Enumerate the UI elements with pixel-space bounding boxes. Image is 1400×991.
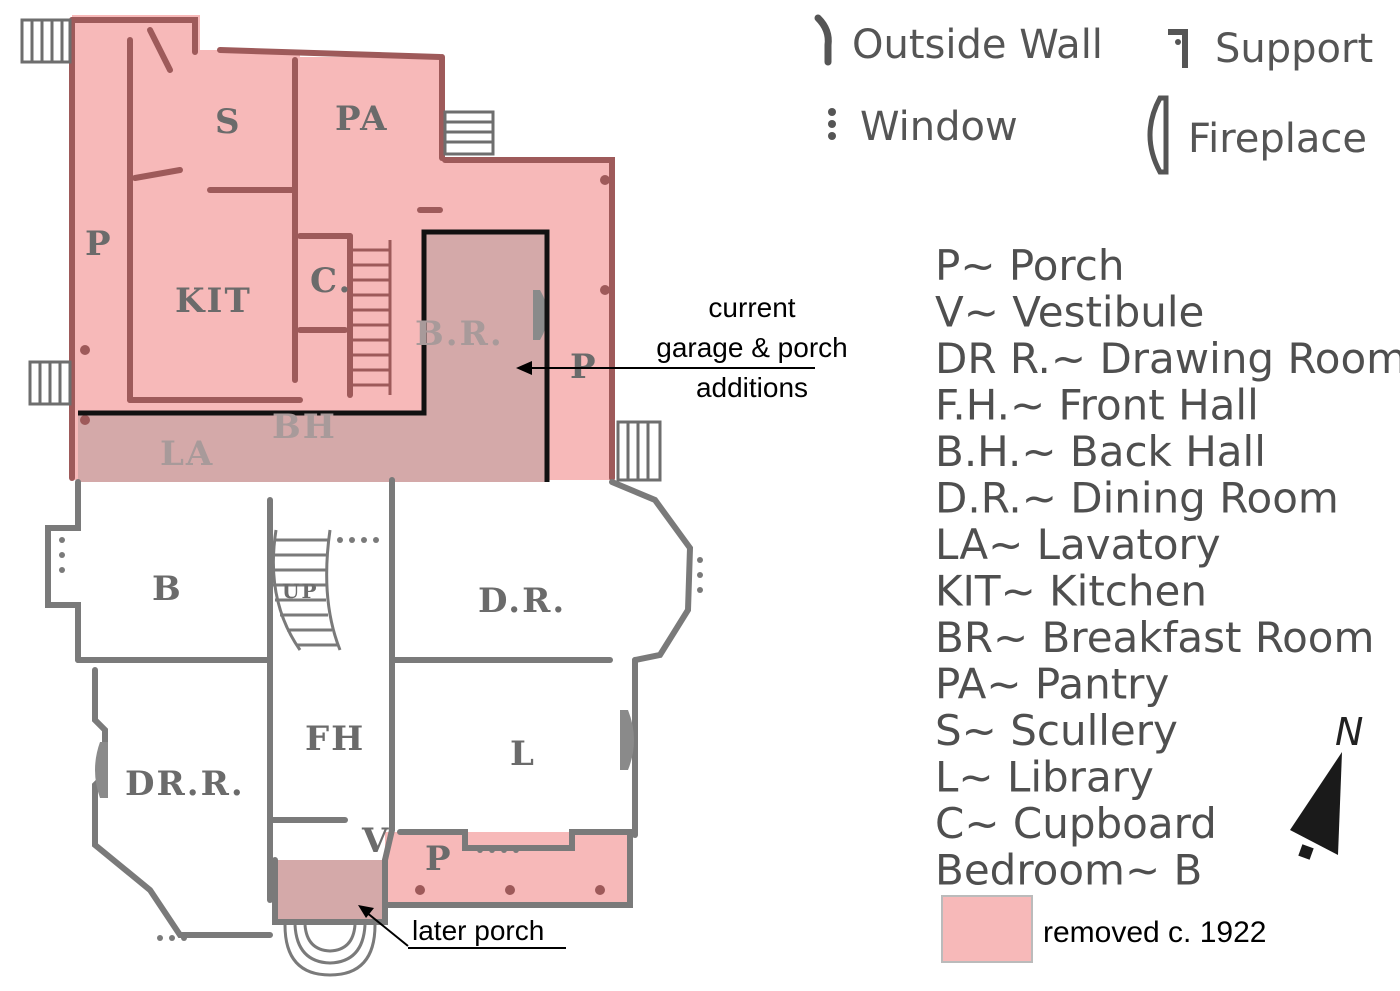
window-icon-dot-1: [828, 108, 836, 116]
symbol-legend: Outside Wall Support Window Fireplace: [814, 14, 1373, 175]
later-porch-callout-text: later porch: [412, 915, 544, 946]
legend-item: P~ Porch: [935, 241, 1124, 290]
garage-callout-line3: additions: [696, 372, 808, 403]
room-label-porch-west: P: [85, 224, 113, 264]
outside-steps: [20, 18, 662, 482]
legend-item: BR~ Breakfast Room: [935, 613, 1374, 662]
supports: [80, 175, 610, 895]
later-porch-callout: later porch: [358, 905, 566, 949]
room-label-library: L: [510, 734, 536, 774]
window-label: Window: [860, 104, 1018, 150]
legend-item: LA~ Lavatory: [935, 520, 1221, 569]
north-arrow: N: [1290, 710, 1363, 860]
legend-item: KIT~ Kitchen: [935, 567, 1207, 616]
room-label-stair-up: UP: [282, 579, 318, 603]
room-label-drawing-room: DR.R.: [125, 764, 245, 804]
room-label-breakfast-room: B.R.: [415, 314, 504, 354]
legend-item: D.R.~ Dining Room: [935, 474, 1339, 523]
fireplaces: [95, 290, 634, 798]
fireplace-icon: [1147, 95, 1169, 175]
room-label-vestibule: V: [361, 821, 390, 861]
north-wing-walls: [69, 17, 615, 481]
room-label-pantry: PA: [335, 99, 388, 139]
garage-callout-arrowhead: [516, 361, 532, 375]
north-arrow-icon: [1290, 752, 1342, 855]
legend-item: Bedroom~ B: [935, 846, 1202, 895]
room-label-lavatory: LA: [160, 434, 214, 474]
garage-outline: [78, 229, 550, 482]
room-labels: S PA P KIT C. B.R. P LA BH B UP D.R. DR.…: [85, 99, 596, 879]
room-label-cupboard: C.: [310, 261, 352, 301]
room-label-bedroom: B: [152, 569, 183, 609]
entrance-steps: [283, 924, 377, 977]
later-porch-arrowhead: [358, 905, 374, 918]
support-icon-dot: [1175, 39, 1181, 45]
room-label-back-hall: BH: [272, 407, 337, 447]
garage-overlap: [78, 232, 547, 482]
fireplace-label: Fireplace: [1188, 116, 1367, 162]
removed-areas: [72, 15, 630, 922]
removed-note: removed c. 1922: [1043, 916, 1266, 949]
window-icon-dot-3: [828, 132, 836, 140]
outside-wall-icon: [814, 14, 832, 66]
legend-item: B.H.~ Back Hall: [935, 427, 1266, 476]
later-porch-leader: [365, 911, 409, 947]
windows: [59, 537, 703, 941]
room-label-porch-south: P: [425, 839, 453, 879]
legend-item: V~ Vestibule: [935, 288, 1204, 337]
legend-item: DR R.~ Drawing Room: [935, 334, 1400, 383]
legend-item: F.H.~ Front Hall: [935, 381, 1259, 430]
room-label-scullery: S: [215, 102, 242, 142]
main-house-walls: [45, 477, 694, 938]
north-arrow-tail: [1298, 844, 1314, 860]
room-label-kitchen: KIT: [175, 281, 252, 321]
north-stair: [352, 240, 392, 395]
garage-callout-line1: current: [708, 292, 795, 323]
legend-item: PA~ Pantry: [935, 660, 1169, 709]
outside-wall-label: Outside Wall: [852, 22, 1103, 68]
window-icon-dot-2: [828, 120, 836, 128]
legend-item: C~ Cupboard: [935, 799, 1217, 848]
room-label-front-hall: FH: [305, 719, 365, 759]
legend-item: L~ Library: [935, 753, 1154, 802]
garage-callout-line2: garage & porch: [656, 332, 847, 363]
legend-item: S~ Scullery: [935, 706, 1178, 755]
main-stair: [271, 529, 342, 651]
removed-swatch: [941, 895, 1033, 963]
room-label-dining-room: D.R.: [478, 581, 566, 621]
support-label: Support: [1215, 26, 1373, 72]
support-icon: [1168, 29, 1188, 68]
garage-callout: current garage & porch additions: [516, 292, 848, 403]
north-arrow-label: N: [1335, 710, 1363, 754]
